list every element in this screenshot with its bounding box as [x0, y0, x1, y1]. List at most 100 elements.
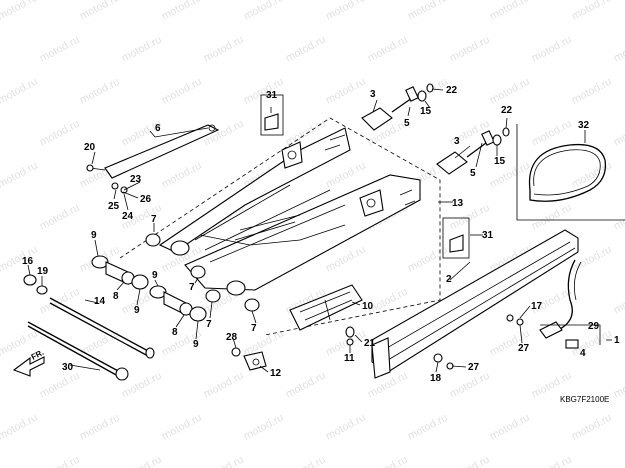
callout-23: 23: [130, 174, 142, 185]
watermark-text: motod.ru: [38, 118, 82, 149]
watermark-text: motod.ru: [160, 0, 204, 23]
watermark-text: motod.ru: [0, 76, 40, 107]
clip-lower: [442, 217, 470, 259]
watermark-text: motod.ru: [0, 0, 40, 23]
watermark-text: motod.ru: [530, 34, 574, 65]
watermark-text: motod.ru: [0, 412, 40, 443]
callout-8-a: 8: [113, 291, 119, 302]
callout-26: 26: [140, 194, 152, 205]
callout-9-d: 9: [193, 339, 199, 350]
drive-chain-inset: [516, 124, 625, 221]
callout-labels: 31 3 5 15 22 6 20 23 26 25 24 3 5 15 22 …: [22, 85, 620, 384]
callout-1: 1: [614, 335, 620, 346]
watermark-text: motod.ru: [160, 412, 204, 443]
clip-upper: [260, 94, 284, 136]
chain-case: [371, 229, 579, 379]
watermark-text: motod.ru: [530, 454, 574, 468]
callout-19: 19: [37, 266, 49, 277]
slider-fasteners: [345, 326, 355, 346]
watermark-text: motod.ru: [242, 412, 286, 443]
watermark-text: motod.ru: [448, 34, 492, 65]
watermark-text: motod.ru: [570, 0, 614, 23]
watermark-text: motod.ru: [284, 454, 328, 468]
callout-9-b: 9: [134, 305, 140, 316]
torque-link: [86, 124, 220, 194]
callout-16: 16: [22, 256, 34, 267]
callout-7-b: 7: [189, 282, 195, 293]
watermark-text: motod.ru: [38, 370, 82, 401]
chain-adjuster-lower: [436, 127, 510, 175]
watermark-text: motod.ru: [0, 244, 40, 275]
callout-24: 24: [122, 211, 134, 222]
direction-arrow: [12, 356, 45, 377]
callout-31-upper: 31: [266, 90, 278, 101]
watermark-text: motod.ru: [570, 76, 614, 107]
callout-7-a: 7: [151, 214, 157, 225]
watermark-text: motod.ru: [488, 76, 532, 107]
watermark-text: motod.ru: [120, 454, 164, 468]
callout-22-lower: 22: [501, 105, 513, 116]
callout-28: 28: [226, 332, 238, 343]
callout-13: 13: [452, 198, 464, 209]
watermark-text: motod.ru: [448, 370, 492, 401]
callout-22-upper: 22: [446, 85, 458, 96]
watermark-text: motod.ru: [78, 76, 122, 107]
bolt-and-clamp: [231, 347, 267, 371]
callout-9-a: 9: [91, 230, 97, 241]
callout-31-lower: 31: [482, 230, 494, 241]
watermark-text: motod.ru: [202, 34, 246, 65]
pivot-bushings: [91, 233, 260, 322]
callout-7-d: 7: [251, 323, 257, 334]
callout-7-c: 7: [206, 319, 212, 330]
callout-8-b: 8: [172, 327, 178, 338]
watermark-text: motod.ru: [202, 370, 246, 401]
callout-27-right: 27: [518, 343, 530, 354]
watermark-text: motod.ru: [366, 454, 410, 468]
watermark-text: motod.ru: [242, 328, 286, 359]
rear-axle: [27, 321, 129, 381]
callout-25: 25: [108, 201, 120, 212]
watermark-text: motod.ru: [448, 454, 492, 468]
watermark-text: motod.ru: [406, 412, 450, 443]
callout-21: 21: [364, 338, 376, 349]
callout-3-lower: 3: [454, 136, 460, 147]
watermark-text: motod.ru: [570, 160, 614, 191]
watermark-text: motod.ru: [38, 454, 82, 468]
watermark-text: motod.ru: [612, 118, 625, 149]
callout-15-lower: 15: [494, 156, 506, 167]
watermark-text: motod.ru: [38, 34, 82, 65]
callout-18: 18: [430, 373, 442, 384]
swingarm: [119, 117, 441, 336]
callout-11: 11: [344, 353, 355, 364]
watermark-text: motod.ru: [160, 76, 204, 107]
watermark-text: motod.ru: [324, 76, 368, 107]
callout-20: 20: [84, 142, 96, 153]
watermark-text: motod.ru: [488, 0, 532, 23]
callout-6: 6: [155, 123, 161, 134]
watermark-text: motod.ru: [160, 160, 204, 191]
watermark-text: motod.ru: [488, 412, 532, 443]
watermark-text: motod.ru: [366, 34, 410, 65]
watermark-text: motod.ru: [0, 160, 40, 191]
callout-12: 12: [270, 368, 282, 379]
watermark-text: motod.ru: [78, 328, 122, 359]
drive-chain: [539, 259, 601, 349]
callout-5-upper: 5: [404, 118, 410, 129]
callout-3-upper: 3: [370, 89, 376, 100]
callout-15-upper: 15: [420, 106, 432, 117]
watermark-text: motod.ru: [612, 370, 625, 401]
watermark-text: motod.ru: [324, 160, 368, 191]
drawing-code: KBG7F2100E: [560, 395, 609, 404]
callout-30: 30: [62, 362, 74, 373]
watermark-text: motod.ru: [202, 454, 246, 468]
callout-5-lower: 5: [470, 168, 476, 179]
chain-adjuster-upper: [361, 83, 434, 131]
watermark-text: motod.ru: [406, 0, 450, 23]
callout-9-c: 9: [152, 270, 158, 281]
watermark-text: motod.ru: [612, 286, 625, 317]
callout-17: 17: [531, 301, 543, 312]
watermark-text: motod.ru: [570, 412, 614, 443]
watermark-text: motod.ru: [78, 412, 122, 443]
watermark-text: motod.ru: [324, 0, 368, 23]
